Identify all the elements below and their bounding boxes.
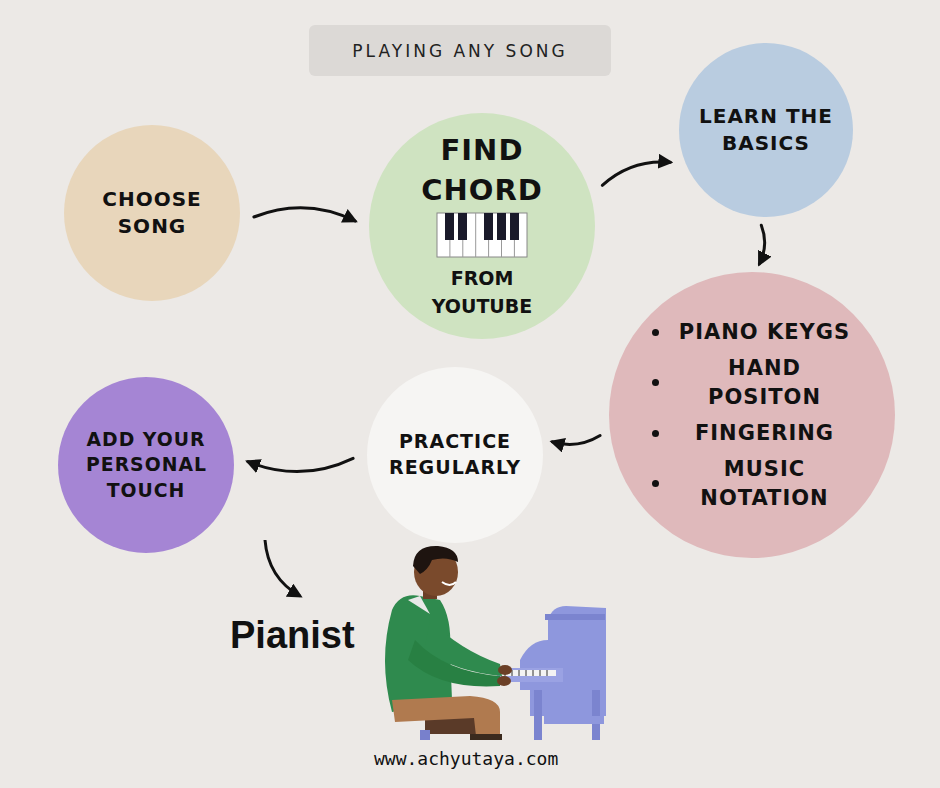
step-circle: LEARN THE BASICS bbox=[679, 43, 853, 217]
flow-arrow bbox=[254, 208, 355, 221]
list-row: FINGERING bbox=[652, 419, 852, 447]
piano-keys-icon bbox=[436, 212, 528, 258]
step-text: LEARN THE BASICS bbox=[696, 103, 836, 157]
step-text: FIND CHORD bbox=[412, 131, 552, 209]
bullet-dot bbox=[652, 379, 659, 386]
step-text: FROM YOUTUBE bbox=[427, 264, 537, 321]
step-circle: PRACTICE REGULARLY bbox=[367, 367, 543, 543]
step-circle: ADD YOUR PERSONAL TOUCH bbox=[58, 377, 234, 553]
flow-arrow bbox=[248, 458, 353, 471]
list-row: MUSIC NOTATION bbox=[652, 455, 852, 512]
step-text: PRACTICE REGULARLY bbox=[380, 429, 530, 480]
flow-arrow bbox=[552, 436, 600, 445]
list-item: PIANO KEYGS bbox=[677, 318, 852, 346]
bullet-dot bbox=[652, 329, 659, 336]
step-text: ADD YOUR PERSONAL TOUCH bbox=[86, 427, 206, 503]
leader-arrow bbox=[265, 540, 300, 596]
list-item: HAND POSITON bbox=[677, 354, 852, 411]
step-circle: CHOOSE SONG bbox=[64, 125, 240, 301]
title-box: PLAYING ANY SONG bbox=[309, 25, 611, 76]
list-row: HAND POSITON bbox=[652, 354, 852, 411]
step-circle: FIND CHORD FROM YOUTUBE bbox=[369, 113, 595, 339]
list-row: PIANO KEYGS bbox=[652, 318, 852, 346]
flow-arrow bbox=[759, 225, 764, 264]
pianist-figure bbox=[385, 546, 512, 740]
flow-arrow bbox=[602, 162, 670, 185]
step-text: CHOOSE SONG bbox=[92, 186, 212, 240]
title-text: PLAYING ANY SONG bbox=[352, 41, 567, 61]
list-item: MUSIC NOTATION bbox=[677, 455, 852, 512]
bullet-dot bbox=[652, 480, 659, 487]
step-circle: PIANO KEYGS HAND POSITON FINGERING MUSIC NO… bbox=[609, 272, 895, 558]
list-item: FINGERING bbox=[677, 419, 852, 447]
bullet-dot bbox=[652, 430, 659, 437]
figure-caption: Pianist bbox=[230, 614, 355, 657]
website-url: www.achyutaya.com bbox=[374, 748, 558, 769]
piano bbox=[497, 606, 606, 740]
